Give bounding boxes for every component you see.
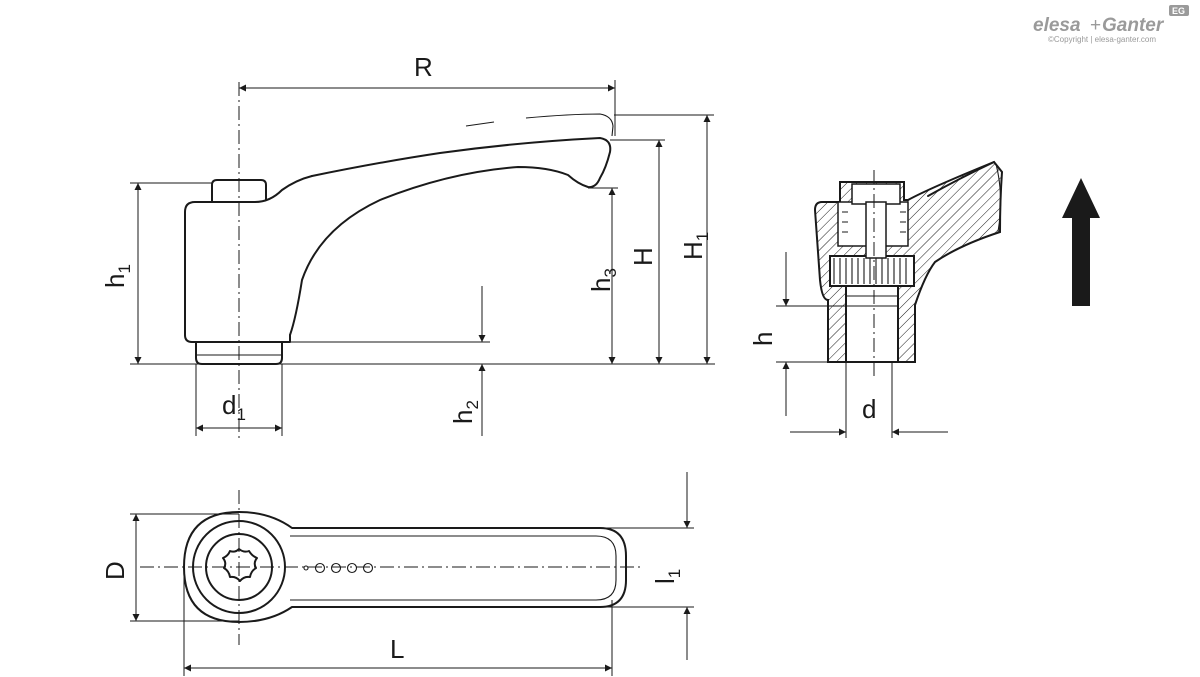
dot xyxy=(362,562,374,574)
dot xyxy=(330,562,342,574)
brand-copyright: ©Copyright | elesa-ganter.com xyxy=(1048,35,1156,44)
top-view: D L l1 xyxy=(100,472,694,676)
dot xyxy=(314,562,326,574)
indicator-dots xyxy=(303,562,374,574)
thread-lines xyxy=(846,295,898,307)
section-view: h d xyxy=(748,160,1100,438)
torx-icon xyxy=(222,548,258,582)
dot xyxy=(346,562,358,574)
label-h3: h3 xyxy=(586,268,620,292)
label-D: D xyxy=(100,561,130,580)
arrow-up-icon xyxy=(1062,178,1100,306)
spring-coils xyxy=(842,211,906,233)
lever-stub-top xyxy=(927,161,995,197)
lever-break-line xyxy=(995,163,1002,233)
label-H1: H1 xyxy=(678,232,712,260)
brand-plus: + xyxy=(1090,15,1101,36)
serration-lines xyxy=(833,258,907,284)
screw-shank xyxy=(865,201,887,259)
lever-hub-outline xyxy=(184,175,313,336)
brand-badge-icon xyxy=(1169,5,1189,16)
label-H: H xyxy=(628,247,658,266)
label-h1: h1 xyxy=(100,264,134,288)
dot xyxy=(303,565,309,571)
label-h: h xyxy=(748,332,778,346)
lever-hub-bottom xyxy=(184,334,291,343)
label-d1: d1 xyxy=(222,390,246,424)
side-view: R h1 h3 H H1 h2 d1 xyxy=(100,52,715,440)
label-d: d xyxy=(862,394,876,424)
serrated-ring xyxy=(829,255,915,287)
raised-position-trace xyxy=(465,121,495,127)
label-R: R xyxy=(414,52,433,82)
lever-top-inner xyxy=(290,535,617,601)
brand-name-part2: Ganter xyxy=(1102,15,1165,36)
screw-head xyxy=(851,183,901,205)
label-L: L xyxy=(390,634,404,664)
raised-position-trace-2 xyxy=(525,113,614,137)
lever-arm-upper xyxy=(289,137,612,336)
brand-logo: elesa + Ganter EG ©Copyright | elesa-gan… xyxy=(1033,5,1189,44)
brand-badge: EG xyxy=(1172,6,1185,16)
label-l1: l1 xyxy=(650,569,684,584)
brand-name-part1: elesa xyxy=(1033,15,1081,36)
label-h2: h2 xyxy=(448,400,482,424)
